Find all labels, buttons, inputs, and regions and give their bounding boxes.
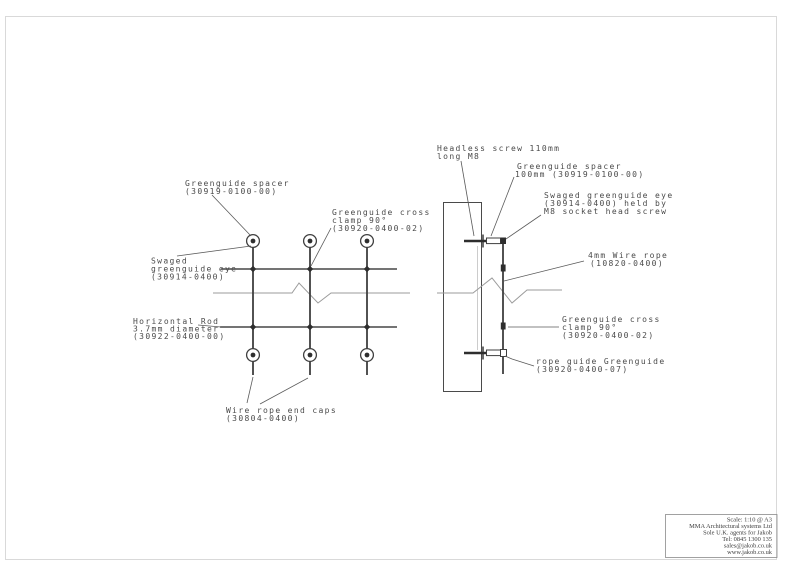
leader-line xyxy=(176,245,252,257)
label-cross-clamp: Greenguide cross clamp 90° (30920-0400-0… xyxy=(332,208,431,233)
label-line: (30922-0400-00) xyxy=(133,332,226,341)
label-line: 3.7mm diameter xyxy=(133,325,219,334)
grid-view: Greenguide spacer (30919-0100-00) Greeng… xyxy=(133,179,431,423)
label-headless-screw: Headless screw 110mm long M8 xyxy=(437,144,560,161)
page-border xyxy=(5,16,777,560)
break-line xyxy=(437,277,562,304)
label-line: (30919-0100-00) xyxy=(185,187,278,196)
spacer-tube xyxy=(486,237,501,245)
label-line: (30914-0400) xyxy=(151,273,225,282)
label-line: long M8 xyxy=(437,152,480,161)
leader-line xyxy=(259,377,309,405)
spacer-symbol xyxy=(245,233,375,249)
label-line: clamp 90° xyxy=(332,216,388,225)
label-line: 4mm Wire rope xyxy=(588,251,668,260)
title-block-email: sales@jakob.co.uk xyxy=(724,543,773,550)
label-line: Greenguide cross xyxy=(332,208,431,217)
title-block-border xyxy=(665,514,778,558)
label-greenguide-spacer-100: Greenguide spacer 100mm (30919-0100-00) xyxy=(515,162,645,179)
title-block-scale: Scale: 1:10 @ A3 xyxy=(727,517,772,524)
label-line: 100mm (30919-0100-00) xyxy=(515,170,645,179)
title-block-website: www.jakob.co.uk xyxy=(727,549,773,556)
cross-clamp-block xyxy=(500,264,506,272)
label-wire-rope: 4mm Wire rope (10820-0400) xyxy=(588,251,668,268)
label-line: Swaged xyxy=(151,257,188,266)
cross-clamp-block xyxy=(500,322,506,330)
label-line: Swaged greenguide eye xyxy=(544,191,674,200)
label-line: greenguide eye xyxy=(151,265,237,274)
label-line: rope guide Greenguide xyxy=(536,357,666,366)
label-line: Horizontal Rod xyxy=(133,317,219,326)
label-swaged-eye-detail: Swaged greenguide eye (30914-0400) held … xyxy=(544,191,674,216)
label-horizontal-rod: Horizontal Rod 3.7mm diameter (30922-040… xyxy=(133,317,226,341)
label-line: Greenguide cross xyxy=(562,315,661,324)
bottom-fitting xyxy=(464,346,507,360)
end-cap-symbol xyxy=(245,347,375,363)
label-line: (30920-0400-07) xyxy=(536,365,629,374)
label-line: Greenguide spacer xyxy=(517,162,622,171)
label-line: Headless screw 110mm xyxy=(437,144,560,153)
title-block-company: MMA Architectural systems Ltd xyxy=(689,523,773,530)
label-line: clamp 90° xyxy=(562,323,618,332)
leader-line xyxy=(505,214,542,240)
title-block: Scale: 1:10 @ A3 MMA Architectural syste… xyxy=(665,514,778,558)
label-swaged-eye: Swaged greenguide eye (30914-0400) xyxy=(151,257,237,282)
leader-line xyxy=(460,160,475,237)
title-block-agent: Sole U.K. agents for Jakob xyxy=(703,530,772,537)
leader-line xyxy=(490,176,515,237)
label-line: M8 socket head screw xyxy=(544,207,667,216)
label-line: (30920-0400-02) xyxy=(332,224,425,233)
rope-guide-block xyxy=(500,349,507,357)
title-block-phone: Tel: 0845 1300 135 xyxy=(722,536,772,543)
leader-line xyxy=(246,376,254,404)
label-rope-guide: rope guide Greenguide (30920-0400-07) xyxy=(536,357,666,374)
label-line: Greenguide spacer xyxy=(185,179,290,188)
break-line xyxy=(213,282,410,304)
label-line: Wire rope end caps xyxy=(226,406,337,415)
label-line: (30804-0400) xyxy=(226,414,300,423)
leader-line xyxy=(197,324,222,328)
post-rectangle xyxy=(443,202,482,392)
cross-clamp-marker xyxy=(249,265,371,331)
leader-line xyxy=(211,194,252,237)
label-cross-clamp-detail: Greenguide cross clamp 90° (30920-0400-0… xyxy=(562,315,661,340)
leader-line xyxy=(503,260,585,282)
swaged-eye-block xyxy=(500,237,506,244)
label-line: (10820-0400) xyxy=(590,259,664,268)
label-end-caps: Wire rope end caps (30804-0400) xyxy=(226,406,337,423)
label-line: (30914-0400) held by xyxy=(544,199,667,208)
top-fitting xyxy=(464,234,506,248)
leader-line xyxy=(504,355,535,367)
spacer-tube xyxy=(486,349,501,357)
detail-view: Headless screw 110mm long M8 Greenguide … xyxy=(437,144,674,392)
label-line: (30920-0400-02) xyxy=(562,331,655,340)
leader-line xyxy=(310,227,332,267)
label-greenguide-spacer: Greenguide spacer (30919-0100-00) xyxy=(185,179,290,196)
